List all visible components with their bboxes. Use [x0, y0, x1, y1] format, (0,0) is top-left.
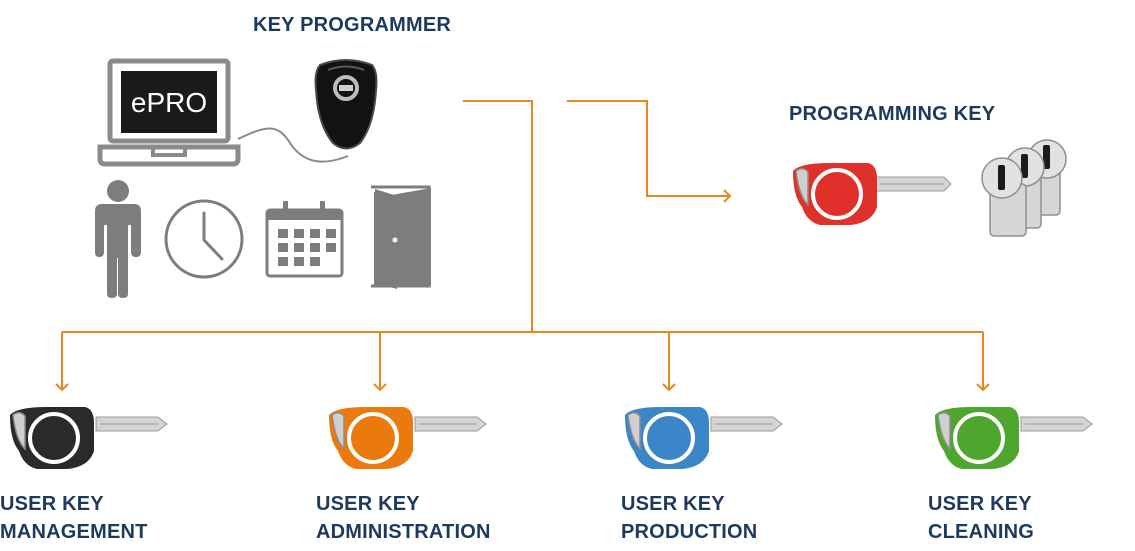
user-key-cleaning-icon: [935, 407, 1093, 469]
arrow-to-programming-key: [567, 100, 732, 203]
programming-key-title: PROGRAMMING KEY: [789, 103, 996, 125]
user-key-administration-label: USER KEY ADMINISTRATION: [316, 490, 491, 546]
user-key-cleaning-label: USER KEY CLEANING: [928, 490, 1034, 546]
connector-trunk: [463, 100, 533, 332]
laptop-screen-label: ePRO: [131, 87, 207, 118]
user-key-administration-line1: USER KEY: [316, 493, 420, 515]
user-key-production-line1: USER KEY: [621, 493, 725, 515]
user-key-management-line1: USER KEY: [0, 493, 104, 515]
key-programmer-device-icon: [314, 59, 378, 150]
connector-lines: [55, 100, 990, 392]
user-key-production-label: USER KEY PRODUCTION: [621, 490, 757, 546]
user-key-cleaning-line1: USER KEY: [928, 493, 1032, 515]
calendar-icon: [265, 201, 344, 278]
user-key-administration-line2: ADMINISTRATION: [316, 521, 491, 543]
user-key-management-icon: [10, 407, 168, 469]
laptop-icon: ePRO: [97, 58, 241, 167]
user-key-management-line2: MANAGEMENT: [0, 521, 148, 543]
door-icon: [371, 185, 431, 289]
user-key-administration-icon: [329, 407, 487, 469]
programmer-cable: [237, 127, 349, 163]
person-icon: [95, 180, 141, 298]
user-key-production-line2: PRODUCTION: [621, 521, 758, 543]
clock-icon: [164, 199, 244, 279]
user-key-production-icon: [625, 407, 783, 469]
user-key-management-label: USER KEY MANAGEMENT: [0, 490, 148, 546]
programming-key-icon: [793, 163, 952, 225]
key-programmer-title: KEY PROGRAMMER: [253, 14, 452, 36]
lock-cylinders-icon: [981, 139, 1067, 237]
user-key-cleaning-line2: CLEANING: [928, 521, 1035, 543]
